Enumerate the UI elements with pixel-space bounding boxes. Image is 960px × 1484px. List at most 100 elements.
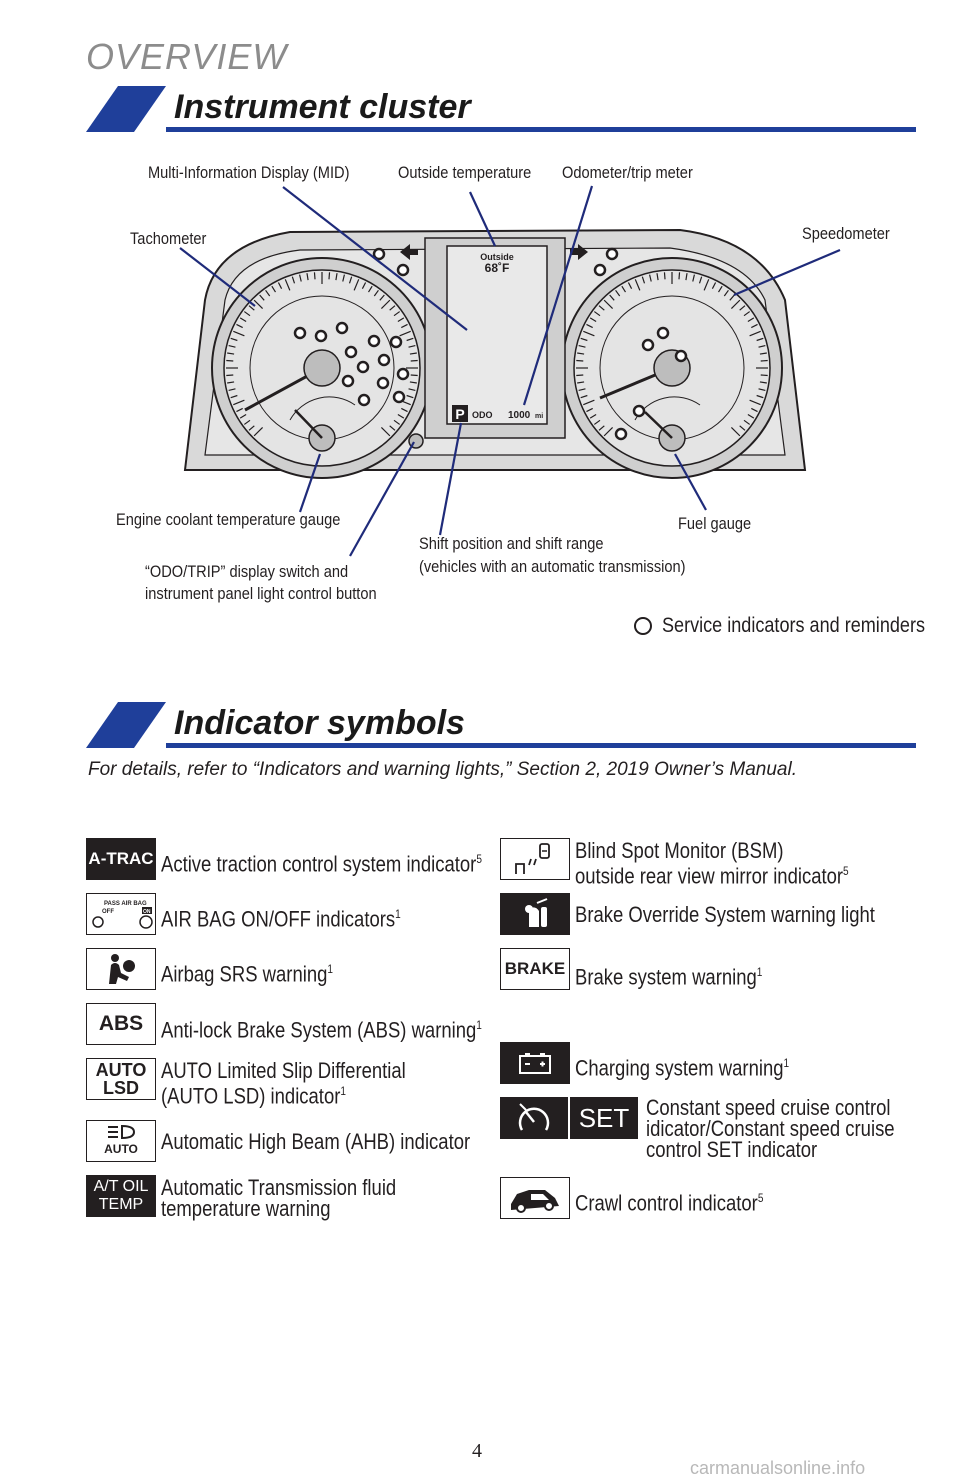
gauge-tick <box>227 381 235 384</box>
gauge-tick <box>692 274 695 282</box>
gauge-tick <box>576 359 584 362</box>
indicator-brake-override: Brake Override System warning light <box>500 893 932 935</box>
gauge-tick <box>580 337 588 342</box>
auto-lsd-text-1: AUTO Limited Slip Differential <box>161 1058 406 1083</box>
overview-heading: OVERVIEW <box>86 36 288 77</box>
gauge-tick <box>723 289 729 297</box>
airbag-srs-sup: 1 <box>327 962 334 976</box>
gauge-tick <box>586 407 593 413</box>
label-mid: Multi-Information Display (MID) <box>148 163 350 182</box>
bsm-text-2: outside rear view mirror indicator <box>575 863 844 889</box>
set-icon: SET <box>570 1097 638 1139</box>
gauge-tick <box>760 374 768 377</box>
at-oil-icon-line2: TEMP <box>98 1196 144 1213</box>
gauge-tick <box>226 359 234 362</box>
at-oil-text-1: Automatic Transmission fluid <box>161 1175 397 1200</box>
indicator-cruise-control: SET Constant speed cruise control idicat… <box>500 1095 942 1161</box>
battery-icon <box>500 1042 570 1084</box>
gauge-tick <box>291 276 296 284</box>
gauge-tick <box>743 419 751 425</box>
gauge-tick <box>233 330 245 337</box>
gauge-tick <box>751 323 758 329</box>
airbag-srs-text: Airbag SRS warning <box>161 961 328 987</box>
abs-sup: 1 <box>476 1018 482 1032</box>
mid-odo-text: ODO <box>472 410 493 420</box>
bsm-sup: 5 <box>843 864 849 878</box>
gauge-tick <box>401 407 408 413</box>
gauge-tick <box>747 317 755 323</box>
gauge-tick <box>342 274 345 282</box>
gauge-tick <box>277 282 283 289</box>
gauge-tick <box>265 289 271 297</box>
auto-lsd-icon: AUTO LSD <box>86 1058 156 1100</box>
air-bag-on-off-text: AIR BAG ON/OFF indicators <box>161 906 396 932</box>
auto-lsd-icon-line1: AUTO <box>95 1060 147 1080</box>
gauge-tick <box>589 317 597 323</box>
indicator-auto-lsd: AUTO LSD AUTO Limited Slip Differential … <box>86 1058 452 1107</box>
gauge-tick <box>583 399 595 406</box>
abs-icon: ABS <box>86 1003 156 1045</box>
gauge-tick <box>756 337 764 342</box>
details-note: For details, refer to “Indicators and wa… <box>88 759 797 780</box>
gauge-tick <box>393 419 401 425</box>
gauge-tick <box>399 330 411 337</box>
gauge-tick <box>227 352 235 355</box>
label-odo-switch-2: instrument panel light control button <box>145 584 377 603</box>
gauge-tick <box>583 330 595 337</box>
gauge-tick <box>678 272 681 280</box>
gauge-tick <box>609 294 615 301</box>
auto-high-beam-icon: AUTO <box>86 1120 156 1162</box>
indicator-at-oil-temp: A/T OIL TEMP Automatic Transmission flui… <box>86 1175 441 1220</box>
cluster-section-header: Instrument cluster <box>86 86 916 132</box>
gauge-tick <box>759 352 767 355</box>
gauge-tick <box>353 279 360 291</box>
gauge-tick <box>408 388 416 391</box>
gauge-tick <box>589 413 597 419</box>
gauge-tick <box>749 330 761 337</box>
service-indicators-legend: Service indicators and reminders <box>634 614 960 638</box>
charging-text: Charging system warning <box>575 1055 784 1081</box>
gauge-tick <box>743 311 751 317</box>
gauge-tick <box>226 374 234 377</box>
label-shift-position-2: (vehicles with an automatic transmission… <box>419 557 686 576</box>
gauge-tick <box>759 381 767 384</box>
cruise-control-icon <box>500 1097 568 1139</box>
auto-lsd-icon-line2: LSD <box>103 1078 139 1098</box>
label-fuel-gauge: Fuel gauge <box>678 514 752 533</box>
gauge-tick <box>380 426 391 437</box>
brake-override-icon <box>500 893 570 935</box>
gauge-tick <box>397 317 405 323</box>
gauge-tick <box>730 299 741 310</box>
air-bag-on-off-sup: 1 <box>395 907 401 921</box>
label-coolant-gauge: Engine coolant temperature gauge <box>116 510 341 529</box>
brake-system-text: Brake system warning <box>575 964 757 990</box>
gauge-tick <box>259 294 265 301</box>
label-tachometer: Tachometer <box>130 229 207 248</box>
gauge-tick <box>335 273 338 281</box>
gauge-tick <box>233 399 245 406</box>
gauge-tick <box>253 426 264 437</box>
gauge-tick <box>243 311 251 317</box>
label-outside-temperature: Outside temperature <box>398 163 532 182</box>
cruise-text-1: Constant speed cruise control <box>646 1095 891 1120</box>
circle-icon <box>634 617 652 635</box>
gauge-tick <box>373 289 379 297</box>
ahb-text: Automatic High Beam (AHB) indicator <box>161 1129 471 1154</box>
gauge-tick <box>313 272 316 280</box>
gauge-tick <box>361 282 367 289</box>
svg-text:ON: ON <box>143 909 151 915</box>
mid-outside-text: Outside <box>480 252 514 262</box>
gauge-tick <box>593 419 601 425</box>
gauge-tick <box>758 345 766 348</box>
gauge-tick <box>747 413 755 419</box>
gauge-tick <box>389 305 396 311</box>
ahb-icon-text: AUTO <box>104 1142 138 1156</box>
indicator-ahb: AUTO Automatic High Beam (AHB) indicator <box>86 1120 529 1162</box>
indicator-charging: Charging system warning1 <box>500 1042 830 1084</box>
gauge-tick <box>393 311 401 317</box>
airbag-icon <box>86 948 156 990</box>
gauge-tick <box>578 345 586 348</box>
indicator-abs: ABS Anti-lock Brake System (ABS) warning… <box>86 1003 543 1045</box>
svg-text:OFF: OFF <box>102 909 114 915</box>
auto-lsd-sup: 1 <box>340 1084 346 1098</box>
